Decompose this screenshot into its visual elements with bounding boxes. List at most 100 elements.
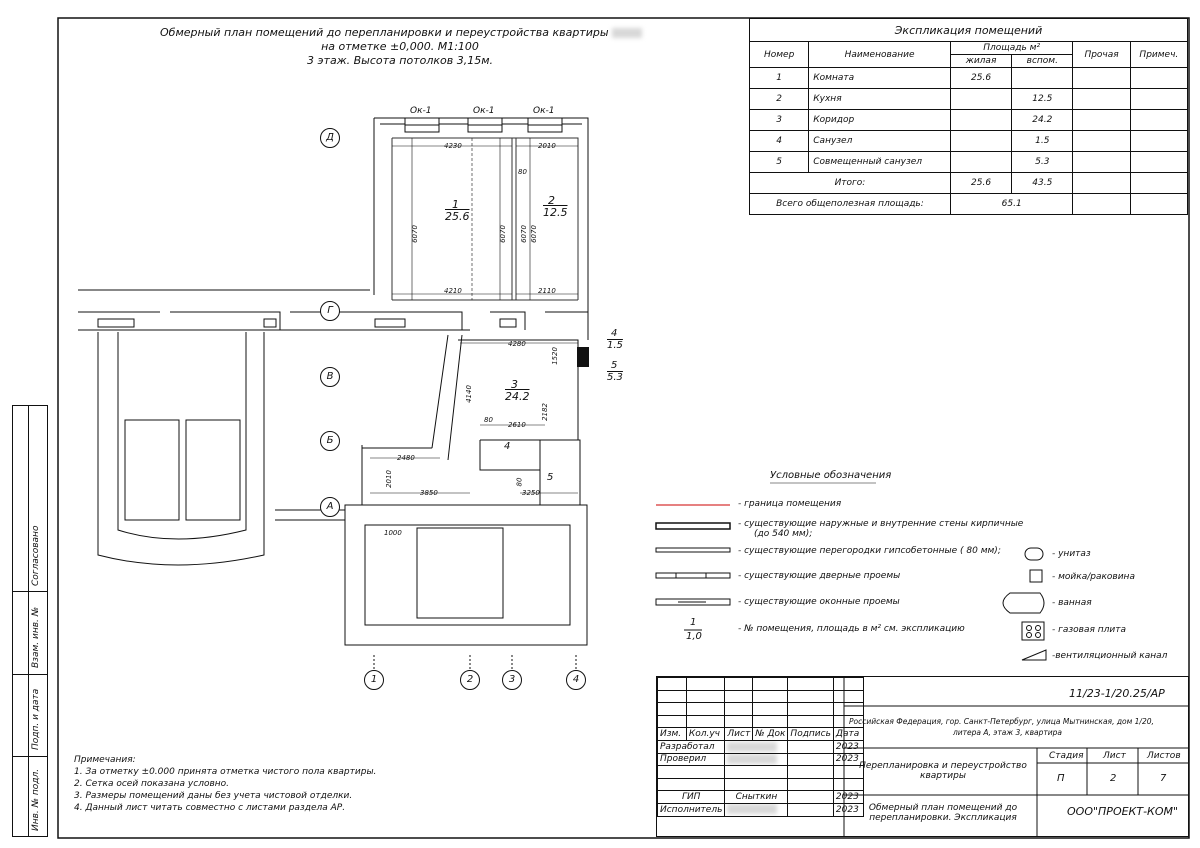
- room-number: 4: [611, 328, 618, 339]
- dimension-label: 6070: [519, 225, 528, 243]
- cell: 5: [748, 151, 810, 173]
- room-area: 24.2: [505, 390, 530, 403]
- side-label: Инв. № подл.: [31, 768, 41, 831]
- legend-sample-number: 1: [690, 617, 697, 628]
- cell: 43.5: [1011, 172, 1074, 194]
- dimension-label: 1000: [384, 529, 402, 537]
- title-block: Изм. Кол.уч Лист № Док Подпись Дата Разр…: [656, 676, 1189, 837]
- dimension-label: 4140: [464, 385, 473, 403]
- lists-label: Листов: [1147, 751, 1181, 761]
- legend-item: - граница помещения: [738, 499, 842, 509]
- room-number: 2: [548, 194, 555, 207]
- window-label: Ок-1: [533, 106, 555, 116]
- axis-marker: А: [320, 497, 340, 517]
- col-header: Изм.: [657, 727, 687, 741]
- cell: Комната: [808, 67, 951, 89]
- date-cell: 2023: [832, 790, 864, 804]
- axis-marker: 1: [364, 670, 384, 690]
- cell: 65.1: [949, 193, 1074, 215]
- dimension-label: 80: [518, 168, 527, 176]
- note-item: 2. Сетка осей показана условно.: [74, 779, 230, 789]
- axis-marker: В: [320, 367, 340, 387]
- side-label: Взам. инв. №: [31, 606, 41, 668]
- sheet-title: Обмерный план помещений до перепланировк…: [868, 803, 1018, 823]
- dimension-label: 80: [484, 416, 493, 424]
- axis-marker: 3: [502, 670, 522, 690]
- project-name: Перепланировка и переустройство квартиры: [859, 761, 1027, 781]
- cell: [949, 151, 1013, 173]
- axis-marker: 4: [566, 670, 586, 690]
- cell: Кухня: [808, 88, 951, 110]
- col-header: Лист: [724, 727, 754, 741]
- date-cell: 2023: [832, 739, 864, 754]
- col-header: Примеч.: [1129, 41, 1189, 68]
- col-header: Прочая: [1072, 41, 1131, 68]
- dimension-label: 2010: [384, 470, 393, 488]
- role-label: Разработал: [656, 739, 726, 754]
- signature-grid: Изм. Кол.уч Лист № Док Подпись Дата Разр…: [656, 677, 864, 817]
- window-label: Ок-1: [473, 106, 495, 116]
- col-header: Дата: [832, 727, 864, 741]
- stage-value: П: [1057, 773, 1065, 784]
- dimension-label: 1520: [550, 347, 559, 365]
- cell: [949, 130, 1013, 152]
- room-number: 1: [452, 198, 459, 211]
- cell: Санузел: [808, 130, 951, 152]
- notes-title: Примечания:: [74, 755, 136, 765]
- dimension-label: 6070: [529, 225, 538, 243]
- explication-title: Экспликация помещений: [749, 18, 1188, 42]
- dimension-label: 4230: [444, 142, 462, 150]
- cell: 3: [748, 109, 810, 131]
- cell: Итого:: [749, 172, 951, 194]
- room-number: 5: [547, 472, 554, 483]
- axis-marker: Г: [320, 301, 340, 321]
- side-label: Согласовано: [31, 525, 41, 586]
- legend-item: - существующие дверные проемы: [738, 571, 901, 581]
- header-line-3: 3 этаж. Высота потолков 3,15м.: [307, 54, 493, 67]
- cell: 12.5: [1011, 88, 1074, 110]
- approval-stamp: Согласовано Взам. инв. № Подп. и дата Ин…: [12, 405, 48, 837]
- cell: [949, 88, 1013, 110]
- room-number: 3: [511, 378, 518, 391]
- note-item: 1. За отметку ±0.000 принята отметка чис…: [74, 767, 377, 777]
- cell: Коридор: [808, 109, 951, 131]
- window-label: Ок-1: [410, 106, 432, 116]
- legend-symbol-vent: -вентиляционный канал: [1052, 651, 1168, 661]
- organization-name: ООО"ПРОЕКТ-КОМ": [1067, 805, 1179, 818]
- cell: [949, 109, 1013, 131]
- date-cell: 2023: [832, 802, 864, 817]
- cell: 4: [748, 130, 810, 152]
- col-header: Подпись: [787, 727, 834, 741]
- note-item: 3. Размеры помещений даны без учета чист…: [74, 791, 353, 801]
- col-header: Кол.уч: [685, 727, 726, 741]
- dimension-label: 6070: [498, 225, 507, 243]
- cell: Всего общеполезная площадь:: [749, 193, 951, 215]
- address-line: Российская Федерация, гор. Санкт-Петербу…: [849, 717, 1154, 726]
- header-line-2: на отметке ±0,000. М1:100: [321, 40, 479, 53]
- col-header: № Док: [752, 727, 789, 741]
- cell: 24.2: [1011, 109, 1074, 131]
- axis-marker: Б: [320, 431, 340, 451]
- list-value: 2: [1110, 773, 1117, 784]
- person-name: Сныткин: [724, 790, 789, 804]
- col-header: вспом.: [1011, 54, 1074, 68]
- col-header: Площадь м²: [949, 41, 1074, 55]
- dimension-label: 3850: [420, 489, 438, 497]
- dimension-label: 2610: [508, 421, 526, 429]
- dimension-label: 6070: [410, 225, 419, 243]
- legend-sample-area: 1,0: [686, 631, 702, 642]
- legend-item: - № помещения, площадь в м² см. эксплика…: [738, 624, 965, 634]
- note-item: 4. Данный лист читать совместно с листам…: [74, 803, 346, 813]
- legend-title: Условные обозначения: [770, 470, 892, 481]
- drawing-header: Обмерный план помещений до перепланировк…: [160, 26, 643, 68]
- dimension-label: 3250: [522, 489, 540, 497]
- axis-marker: 2: [460, 670, 480, 690]
- role-label: Проверил: [656, 752, 726, 767]
